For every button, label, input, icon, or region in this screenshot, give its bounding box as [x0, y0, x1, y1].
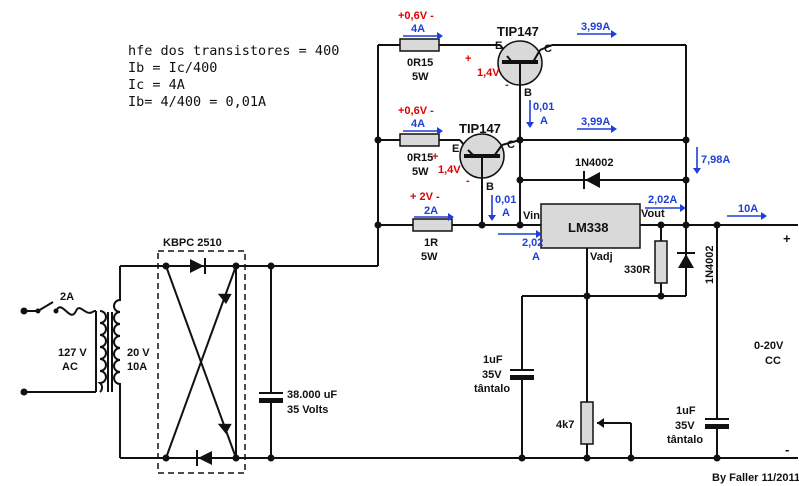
- design-notes: hfe dos transistores = 400 Ib = Ic/400 I…: [128, 43, 339, 110]
- cap-out-value: 1uF: [676, 405, 696, 417]
- regulator-iout: 2,02A: [648, 194, 677, 206]
- q-top-ib: 0,01: [533, 101, 554, 113]
- note-line-3: Ic = 4A: [128, 77, 185, 93]
- r-top-drop: +0,6V -: [398, 10, 434, 22]
- filter-cap-value: 38.000 uF: [287, 389, 337, 401]
- r-mid-drop: +0,6V -: [398, 105, 434, 117]
- q-top-name: TIP147: [497, 24, 539, 39]
- output-minus: -: [785, 442, 789, 457]
- q-mid-ib-unit: A: [502, 207, 510, 219]
- r-mid-power: 5W: [412, 166, 429, 178]
- bridge-outline: [157, 250, 246, 474]
- cap-adj-value: 1uF: [483, 354, 503, 366]
- bridge-diode-right-bottom: [217, 423, 232, 435]
- diode-top-current: 7,98A: [701, 154, 730, 166]
- power-switch: [37, 301, 54, 312]
- regulator-vout: Vout: [641, 208, 665, 220]
- diode-1n4002-right: [678, 254, 694, 268]
- q-mid-name: TIP147: [459, 121, 501, 136]
- output-section: 10A + - 0-20V CC: [727, 203, 791, 457]
- rails: 38.000 uF 35 Volts: [236, 45, 798, 462]
- middle-branch: E C B TIP147 + 1,4V - +0,6V - 4A 0R15 5W…: [374, 105, 686, 229]
- output-current: 10A: [738, 203, 758, 215]
- secondary-current: 10A: [127, 361, 147, 373]
- q-mid-plus: +: [432, 151, 438, 163]
- adj-network: 330R 1N4002 1uF 35V tântalo 4k7 1uF 35V: [474, 225, 729, 462]
- regulator-name: LM338: [568, 220, 608, 235]
- r1-power: 5W: [421, 251, 438, 263]
- q-top-vbe: 1,4V: [477, 67, 500, 79]
- q-top-plus: +: [465, 53, 471, 65]
- q-top-pin-e: E: [495, 40, 502, 52]
- q-mid-pin-e: E: [452, 143, 459, 155]
- q-mid-ib: 0,01: [495, 194, 516, 206]
- regulator: LM338 Vin Vout Vadj 2,02 A 2,02A: [498, 194, 798, 300]
- diode-top-name: 1N4002: [575, 157, 614, 169]
- output-type: CC: [765, 355, 781, 367]
- r-mid-name: 0R15: [407, 152, 433, 164]
- q-mid-pin-c: C: [507, 139, 515, 151]
- output-plus: +: [783, 231, 791, 246]
- primary-voltage: 127 V: [58, 347, 87, 359]
- q-top-minus: -: [505, 79, 509, 91]
- fuse-label: 2A: [60, 291, 74, 303]
- top-branch: E C B TIP147 + 1,4V - +0,6V - 4A 0R15 5W…: [378, 10, 686, 128]
- r330-name: 330R: [624, 264, 650, 276]
- lm338-body: [540, 203, 641, 249]
- bridge-label: KBPC 2510: [163, 237, 222, 249]
- primary-type: AC: [62, 361, 78, 373]
- filter-cap-voltage: 35 Volts: [287, 404, 328, 416]
- r-mid-current: 4A: [411, 118, 425, 130]
- cap-adj-type: tântalo: [474, 383, 510, 395]
- q-mid-ic: 3,99A: [581, 116, 610, 128]
- q-mid-minus: -: [466, 175, 470, 187]
- bridge-diode-right-top: [217, 293, 232, 305]
- resistor-330r: [654, 240, 668, 284]
- resistor-1r: [412, 218, 453, 232]
- q-top-pin-b: B: [524, 87, 532, 99]
- r1-current: 2A: [424, 205, 438, 217]
- regulator-iin: 2,02: [522, 237, 543, 249]
- regulator-vadj: Vadj: [590, 251, 613, 263]
- output-range: 0-20V: [754, 340, 784, 352]
- bypass-diode: 1N4002 7,98A: [516, 45, 730, 225]
- regulator-vin: Vin: [523, 210, 540, 222]
- fuse-symbol: [55, 306, 95, 316]
- mains-input: 2A: [20, 291, 96, 396]
- resistor-0r15-mid: [399, 133, 440, 147]
- q-mid-vbe: 1,4V: [438, 164, 461, 176]
- r-top-power: 5W: [412, 71, 429, 83]
- bridge-diode-bottom: [198, 451, 212, 465]
- pot-name: 4k7: [556, 419, 574, 431]
- resistor-0r15-top: [399, 38, 440, 52]
- note-line-1: hfe dos transistores = 400: [128, 43, 339, 59]
- q-top-ib-unit: A: [540, 115, 548, 127]
- r-top-name: 0R15: [407, 57, 433, 69]
- transformer: 127 V AC 20 V 10A: [58, 266, 150, 458]
- regulator-iin-unit: A: [532, 251, 540, 263]
- q-top-pin-c: C: [544, 43, 552, 55]
- bridge-diode-top: [190, 259, 204, 273]
- credit: By Faller 11/2011: [712, 472, 799, 484]
- r-top-current: 4A: [411, 23, 425, 35]
- note-line-2: Ib = Ic/400: [128, 60, 217, 76]
- potentiometer-4k7: [580, 401, 594, 445]
- cap-adj-voltage: 35V: [482, 369, 502, 381]
- note-line-4: Ib= 4/400 = 0,01A: [128, 94, 266, 110]
- secondary-voltage: 20 V: [127, 347, 150, 359]
- cap-out-voltage: 35V: [675, 420, 695, 432]
- q-mid-pin-b: B: [486, 181, 494, 193]
- cap-out-type: tântalo: [667, 434, 703, 446]
- r1-name: 1R: [424, 237, 438, 249]
- q-top-ic: 3,99A: [581, 21, 610, 33]
- diode-1n4002-top: [585, 172, 600, 188]
- bridge-rectifier: KBPC 2510: [120, 237, 246, 474]
- r1-drop: + 2V -: [410, 191, 440, 203]
- diode-right-name: 1N4002: [704, 245, 716, 284]
- r1-branch: + 2V - 2A 1R 5W: [374, 128, 541, 263]
